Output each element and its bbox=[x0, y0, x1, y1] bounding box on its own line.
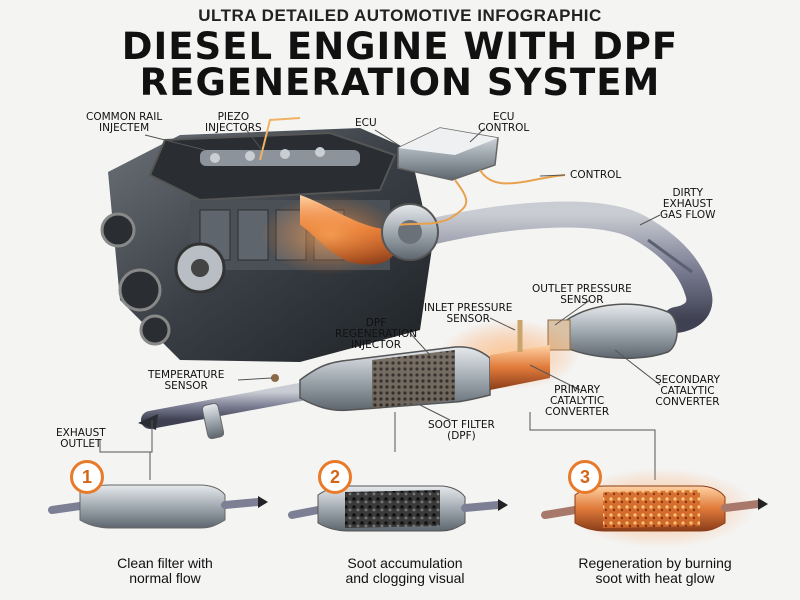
stage-2-badge: 2 bbox=[318, 460, 352, 494]
leader-lines bbox=[99, 127, 661, 480]
label-soot-filter: SOOT FILTER (DPF) bbox=[428, 419, 495, 442]
stage-2-caption: Soot accumulation and clogging visual bbox=[345, 555, 465, 586]
stage-1-caption: Clean filter with normal flow bbox=[117, 555, 213, 586]
label-outlet-pressure: OUTLET PRESSURE SENSOR bbox=[532, 283, 632, 306]
stage-2-filter bbox=[288, 485, 508, 532]
stage-1-filter bbox=[48, 484, 268, 529]
label-secondary-converter: SECONDARY CATALYTIC CONVERTER bbox=[655, 374, 720, 408]
stage-1-badge: 1 bbox=[70, 460, 104, 494]
engine-block bbox=[100, 117, 439, 362]
label-inlet-pressure: INLET PRESSURE SENSOR bbox=[424, 302, 513, 325]
label-primary-converter: PRIMARY CATALYTIC CONVERTER bbox=[545, 384, 610, 418]
label-exhaust-outlet: EXHAUST OUTLET bbox=[56, 427, 106, 450]
stage-3-badge: 3 bbox=[568, 460, 602, 494]
dpf-assembly bbox=[138, 320, 580, 440]
label-piezo-injectors: PIEZO INJECTORS bbox=[205, 111, 262, 134]
label-temperature-sensor: TEMPERATURE SENSOR bbox=[148, 369, 225, 392]
kicker-text: ULTRA DETAILED AUTOMOTIVE INFOGRAPHIC bbox=[198, 6, 602, 25]
label-ecu: ECU bbox=[355, 117, 377, 129]
title-line-2: REGENERATION SYSTEM bbox=[139, 61, 661, 104]
label-dirty-exhaust: DIRTY EXHAUST GAS FLOW bbox=[660, 187, 716, 221]
stage-3-filter bbox=[541, 468, 768, 548]
label-ecu-control: ECU CONTROL bbox=[478, 111, 530, 134]
stage-3-caption: Regeneration by burning soot with heat g… bbox=[578, 555, 732, 586]
title-line-1: DIESEL ENGINE WITH DPF bbox=[121, 25, 679, 68]
label-common-rail: COMMON RAIL INJECTEM bbox=[86, 111, 163, 134]
exhaust-pipe bbox=[417, 201, 713, 333]
label-dpf-injector: DPF REGENERATION INJECTOR bbox=[335, 317, 418, 351]
ecu-module bbox=[397, 127, 566, 226]
label-control: CONTROL bbox=[570, 169, 622, 181]
